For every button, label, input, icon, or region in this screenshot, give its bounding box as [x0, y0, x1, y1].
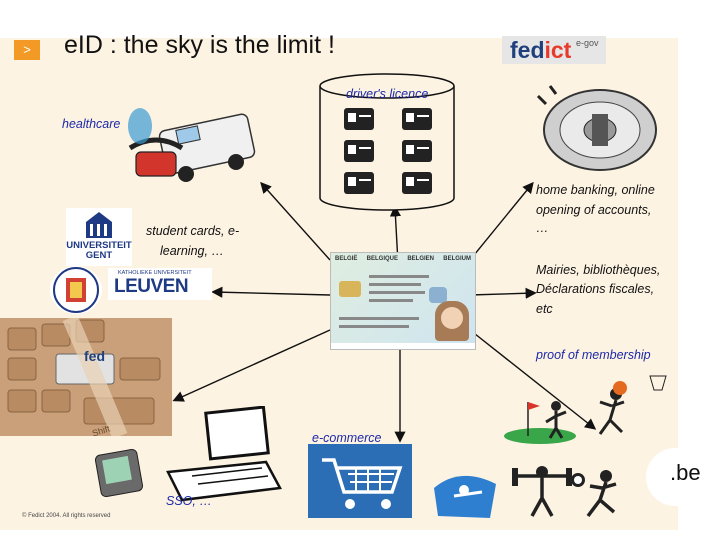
label-drivers-licence: driver's licence — [346, 87, 429, 101]
label-mairies-1: Mairies, bibliothèques, — [536, 263, 661, 277]
leuven-logo: KATHOLIEKE UNIVERSITEIT LEUVEN — [108, 268, 212, 300]
arrow-sso — [172, 329, 331, 402]
label-ecommerce: e-commerce — [312, 431, 382, 445]
database-cylinder-icon — [319, 73, 455, 211]
title-bullet: > — [14, 40, 40, 60]
arrow-membership — [469, 329, 597, 430]
copyright-text: © Fedict 2004. All rights reserved — [22, 513, 111, 519]
label-student-2: learning, … — [160, 244, 224, 258]
label-home-banking-2: opening of accounts, — [536, 203, 652, 217]
sports-figures-icon — [504, 375, 667, 444]
label-home-banking-3: … — [536, 221, 549, 235]
vault-door-icon — [536, 85, 657, 171]
arrow-mairies — [469, 287, 537, 299]
chip-icon — [339, 281, 361, 297]
page-title: eID : the sky is the limit ! — [64, 31, 335, 59]
label-sso: SSO, … — [166, 494, 212, 508]
fedict-logo: fedict e-gov — [502, 36, 606, 64]
belgium-map-icon — [429, 287, 447, 303]
label-student-1: student cards, e- — [146, 224, 240, 238]
leuven-seal-logo — [50, 266, 102, 314]
gent-building-icon — [86, 212, 112, 238]
pda-icon — [94, 448, 144, 498]
university-seal-icon — [53, 267, 99, 313]
shopping-cart-icon — [308, 444, 412, 518]
be-logo: .be — [646, 448, 720, 506]
computer-icon — [166, 406, 282, 502]
label-home-banking-1: home banking, online — [536, 183, 655, 197]
keyboard-icon — [0, 318, 172, 436]
ambulance-phone-icon — [128, 108, 256, 182]
label-mairies-2: Déclarations fiscales, — [536, 282, 655, 296]
arrow-banking — [469, 181, 534, 261]
arrow-healthcare — [260, 181, 331, 261]
egov-tag: e-gov — [576, 38, 599, 48]
label-mairies-3: etc — [536, 302, 553, 316]
fedict-logo-text: fedict — [510, 37, 572, 63]
label-healthcare: healthcare — [62, 117, 121, 131]
arrow-student — [211, 286, 331, 298]
leuven-name: LEUVEN — [114, 276, 189, 297]
label-membership: proof of membership — [536, 348, 651, 362]
athletes-icon — [434, 466, 617, 518]
keyboard-logo: fed — [84, 348, 105, 364]
